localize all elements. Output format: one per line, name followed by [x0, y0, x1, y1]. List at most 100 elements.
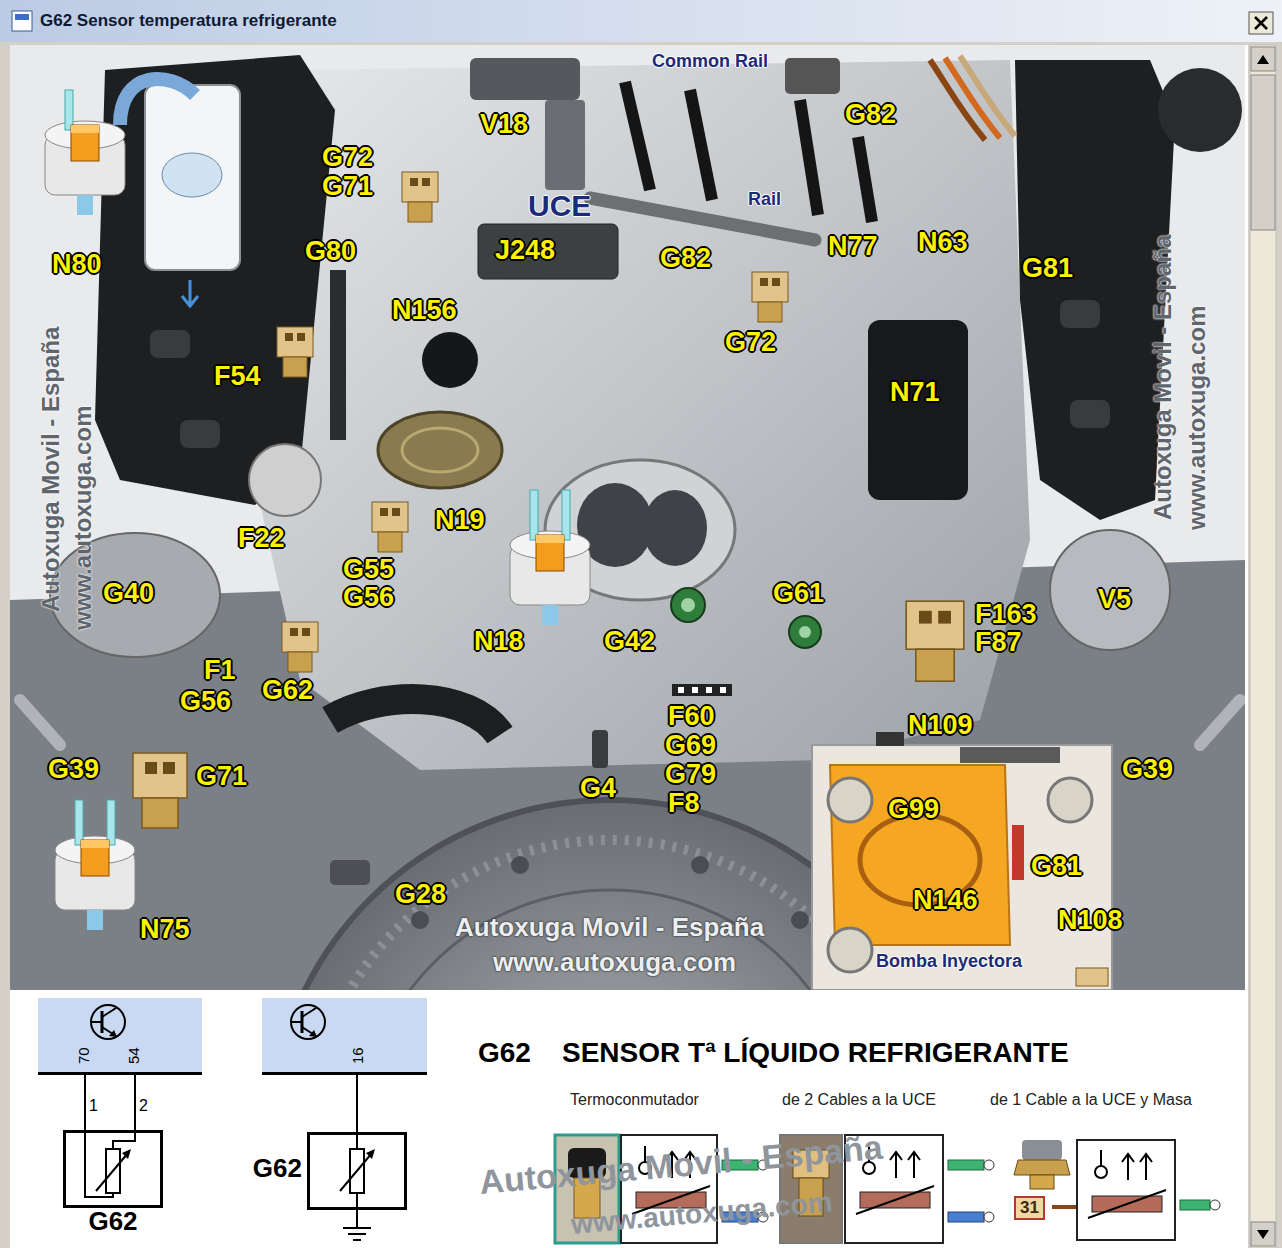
part-label: J248 [495, 236, 555, 264]
engine-photo-part [1070, 400, 1110, 428]
window-frame-part [1255, 17, 1267, 29]
window-frame-part [1255, 17, 1267, 29]
part-label: G72 [725, 328, 776, 356]
injection-pump [812, 732, 1112, 990]
part-label: N71 [890, 378, 940, 406]
brass-sensor [277, 327, 313, 377]
brass-sensor-part [916, 649, 954, 681]
green-sensor-part [789, 616, 821, 648]
valve-part [77, 195, 93, 215]
engine-photo-part [545, 100, 585, 190]
part-label: G39 [1122, 755, 1173, 783]
brass-sensor-part [290, 628, 298, 636]
part-label: F22 [238, 524, 285, 552]
sensor-types-icons-part [1088, 1190, 1166, 1218]
watermark: www.autoxuga.com [493, 949, 736, 976]
sensor-types-icons-part [1022, 1140, 1062, 1160]
engine-photo-part [868, 320, 968, 500]
engine-photo-part [20, 700, 60, 745]
brass-sensor [752, 272, 788, 322]
part-label: G79 [665, 760, 716, 788]
brass-sensor-part [422, 178, 430, 186]
brass-sensor-part [752, 272, 788, 302]
injection-pump-part [1012, 825, 1024, 880]
brass-sensor-part [402, 172, 438, 202]
schematic-symbol-part [91, 1021, 102, 1023]
part-label: N77 [828, 232, 878, 260]
brass-sensor-part [277, 327, 313, 357]
part-label: G81 [1031, 852, 1082, 880]
engine-photo-part [643, 490, 707, 566]
schematic-symbol-part [291, 1005, 325, 1039]
wire [134, 1075, 136, 1130]
injection-pump-part [1048, 778, 1092, 822]
brass-sensor-part [378, 532, 402, 552]
valve [55, 800, 135, 930]
scrollbar-part [1250, 45, 1276, 1248]
engine-photo-part [162, 153, 222, 197]
brass-sensor-part [302, 628, 310, 636]
valve-part [562, 490, 570, 540]
part-label: G40 [103, 579, 154, 607]
part-label: G99 [888, 795, 939, 823]
schematic-symbol [310, 1135, 404, 1207]
window-frame-part [0, 0, 1282, 42]
part-label: G4 [580, 774, 616, 802]
brass-sensor-part [282, 622, 318, 652]
part-label: G72 [322, 143, 373, 171]
ground-symbol-part [356, 1210, 358, 1228]
injection-pump-part [828, 778, 872, 822]
brass-sensor-part [408, 202, 432, 222]
brass-sensor-part [372, 502, 408, 532]
scrollbar-part [1251, 47, 1275, 71]
sensor-box: G62 [307, 1132, 407, 1210]
part-label: F8 [668, 789, 700, 817]
green-sensor [789, 616, 821, 648]
part-label: G55 [343, 555, 394, 583]
valve-part [87, 910, 103, 930]
part-label: Rail [748, 190, 781, 209]
engine-photo-part [720, 687, 726, 693]
part-label: G71 [322, 172, 373, 200]
brass-sensor-part [906, 601, 964, 649]
brass-sensor-part [285, 333, 293, 341]
scrollbar-part [1251, 75, 1275, 230]
brass-sensor-part [919, 611, 932, 624]
injection-pump-part [876, 732, 904, 746]
part-label: G62 [262, 676, 313, 704]
injection-pump-part [812, 745, 1112, 990]
wire [84, 1075, 86, 1130]
sensor-types-icons-part [984, 1160, 994, 1170]
pin-number: 54 [126, 1047, 141, 1064]
scrollbar [1250, 45, 1276, 1248]
engine-photo-part [478, 224, 618, 279]
engine-photo-part [249, 444, 321, 516]
part-label: V18 [480, 110, 528, 138]
sensor-types-icons-part [1210, 1200, 1220, 1210]
sensor-types-icons-part [1077, 1140, 1175, 1240]
watermark: www.autoxuga.com [1184, 306, 1209, 530]
schematic-symbol-part [96, 1153, 128, 1191]
part-label: F163 [975, 600, 1037, 628]
engine-photo-part [330, 699, 500, 735]
sensor-types-icons-part [856, 1186, 934, 1214]
engine-photo-part [511, 856, 529, 874]
schematic-symbol-part [122, 1149, 131, 1159]
part-label: N109 [908, 711, 973, 739]
brass-sensor [282, 622, 318, 672]
ground-symbol-part [353, 1239, 361, 1241]
schematic-symbol [38, 998, 202, 1072]
engine-photo-part [470, 58, 580, 100]
engine-photo-part [330, 860, 370, 885]
window-frame-part [15, 14, 29, 20]
engine-photo-part [791, 911, 809, 929]
engine-photo-part [672, 684, 732, 696]
engine-photo-part [120, 79, 195, 125]
sensor-types-icons-part [890, 1152, 920, 1178]
brass-sensor-part [760, 278, 768, 286]
valve [45, 90, 125, 215]
valve-part [536, 535, 564, 571]
